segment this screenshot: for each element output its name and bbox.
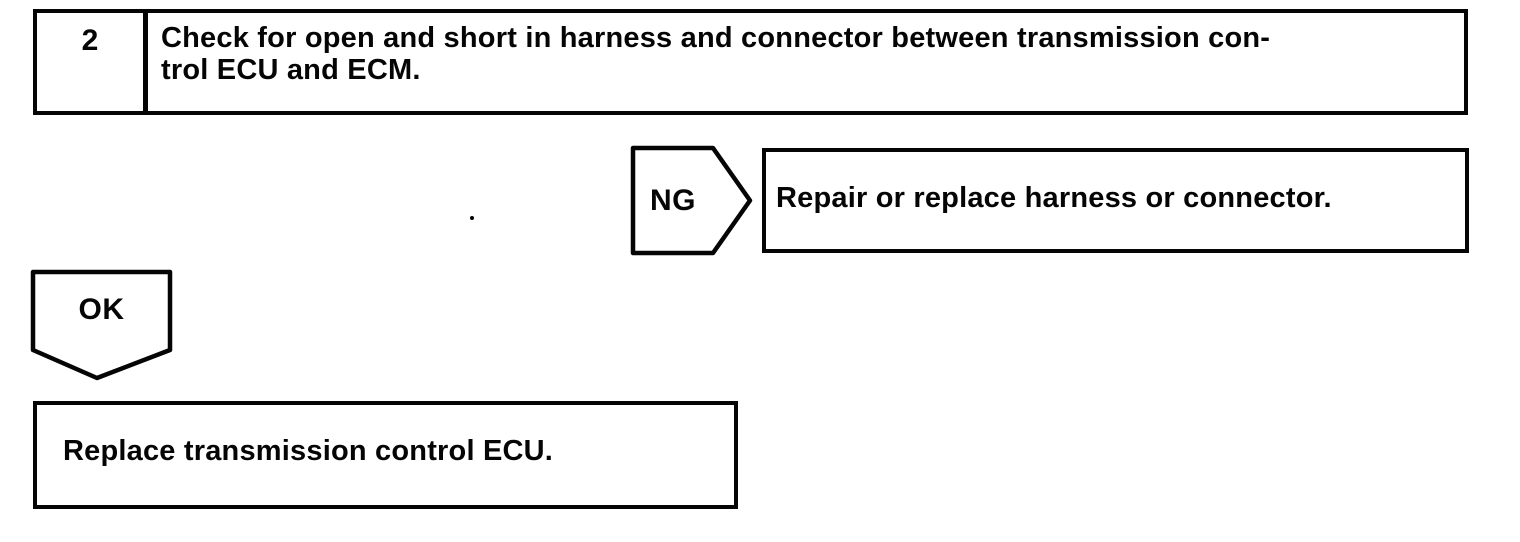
- step-number-cell: 2: [37, 13, 148, 111]
- ng-label: NG: [650, 183, 696, 217]
- ng-connector-shape: [630, 145, 753, 256]
- ng-action-box: Repair or replace harness or connector.: [762, 148, 1469, 253]
- ok-connector-shape: [30, 269, 173, 381]
- scan-speck: [470, 216, 474, 220]
- ng-connector: NG: [630, 145, 754, 256]
- ok-connector: OK: [30, 269, 173, 381]
- ok-label: OK: [78, 292, 125, 326]
- ok-action-text: Replace transmission control ECU.: [63, 435, 554, 467]
- ok-action-box: Replace transmission control ECU.: [33, 401, 738, 509]
- ng-action-text: Repair or replace harness or connector.: [776, 181, 1332, 214]
- step-instruction-line-2: trol ECU and ECM.: [161, 54, 421, 86]
- step-number: 2: [81, 24, 99, 57]
- step-header-box: 2 Check for open and short in harness an…: [33, 9, 1468, 115]
- step-instruction-cell: Check for open and short in harness and …: [148, 13, 1464, 111]
- step-instruction-line-1: Check for open and short in harness and …: [161, 22, 1271, 54]
